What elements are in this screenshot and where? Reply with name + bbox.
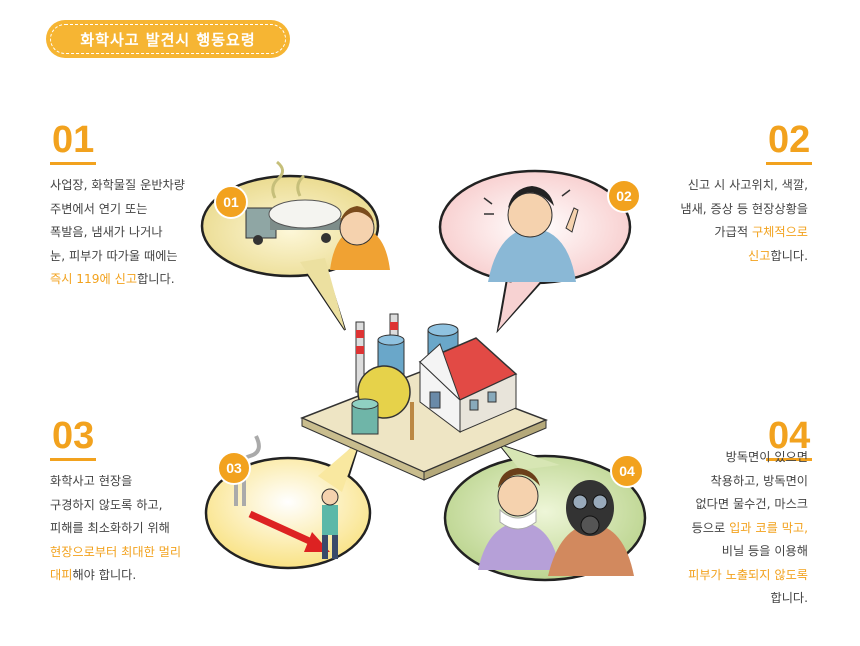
title-badge: 화학사고 발견시 행동요령 <box>46 20 290 58</box>
svg-text:02: 02 <box>616 188 632 204</box>
desc-line: 폭발음, 냄새가 나거나 <box>50 221 185 245</box>
desc-line: 즉시 119에 신고합니다. <box>50 268 185 292</box>
desc-text: 피해를 최소화하기 위해 <box>50 521 170 535</box>
highlight-text: 피부가 노출되지 않도록 <box>688 567 808 582</box>
svg-text:03: 03 <box>226 460 242 476</box>
desc-line: 냄새, 증상 등 현장상황을 <box>680 198 808 222</box>
desc-text: 합니다. <box>770 591 808 605</box>
desc-text: 비닐 등을 이용해 <box>721 544 808 558</box>
desc-line: 피해를 최소화하기 위해 <box>50 517 181 541</box>
desc-text: 화학사고 현장을 <box>50 474 133 488</box>
desc-text: 눈, 피부가 따가울 때에는 <box>50 248 178 263</box>
step-badge-01: 01 <box>214 185 248 219</box>
desc-line: 피부가 노출되지 않도록 <box>688 564 808 588</box>
desc-text: 착용하고, 방독면이 <box>710 473 808 488</box>
desc-text: 가급적 <box>714 225 752 239</box>
speech-bubble-04 <box>443 442 647 582</box>
desc-line: 신고 시 사고위치, 색깔, <box>680 174 808 198</box>
desc-line: 방독면이 있으면 <box>688 446 808 470</box>
desc-line: 주변에서 연기 또는 <box>50 198 185 222</box>
desc-text: 합니다. <box>137 272 175 286</box>
highlight-text: 현장으로부터 최대한 멀리 <box>50 544 182 559</box>
step-badge-04: 04 <box>610 454 644 488</box>
desc-line: 등으로 입과 코를 막고, <box>688 517 808 541</box>
desc-line: 구경하지 않도록 하고, <box>50 494 181 518</box>
desc-text: 냄새, 증상 등 현장상황을 <box>680 201 808 216</box>
highlight-text: 신고 <box>748 248 771 263</box>
desc-line: 신고합니다. <box>680 245 808 269</box>
desc-text: 주변에서 연기 또는 <box>50 201 148 216</box>
desc-text: 방독면이 있으면 <box>725 450 808 464</box>
desc-line: 합니다. <box>688 587 808 611</box>
desc-line: 화학사고 현장을 <box>50 470 181 494</box>
step-badge-02: 02 <box>607 179 641 213</box>
highlight-text: 입과 코를 막고, <box>729 520 808 535</box>
desc-line: 가급적 구체적으로 <box>680 221 808 245</box>
speech-bubble-03 <box>204 435 372 570</box>
desc-line: 비닐 등을 이용해 <box>688 540 808 564</box>
desc-text: 사업장, 화학물질 운반차량 <box>50 178 185 192</box>
step-number-04: 04 <box>766 416 813 461</box>
desc-line: 대피해야 합니다. <box>50 564 181 588</box>
desc-line: 눈, 피부가 따가울 때에는 <box>50 245 185 269</box>
speech-bubble-02 <box>438 169 632 334</box>
desc-text: 구경하지 않도록 하고, <box>50 497 163 512</box>
desc-line: 현장으로부터 최대한 멀리 <box>50 541 181 565</box>
factory-illustration <box>300 313 549 481</box>
svg-text:01: 01 <box>223 194 239 210</box>
svg-text:04: 04 <box>619 463 635 479</box>
desc-text: 폭발음, 냄새가 나거나 <box>50 225 163 239</box>
highlight-text: 즉시 119에 신고 <box>50 272 138 286</box>
step-number-02: 02 <box>766 120 813 165</box>
desc-text: 해야 합니다. <box>72 568 137 582</box>
step-number-03: 03 <box>50 416 97 461</box>
desc-text: 등으로 <box>691 520 730 535</box>
highlight-text: 구체적으로 <box>751 225 808 239</box>
page-title: 화학사고 발견시 행동요령 <box>80 31 256 49</box>
step-number-01: 01 <box>50 120 97 165</box>
desc-text: 신고 시 사고위치, 색깔, <box>687 178 808 192</box>
highlight-text: 대피 <box>50 568 73 582</box>
desc-text: 없다면 물수건, 마스크 <box>695 497 808 511</box>
desc-line: 착용하고, 방독면이 <box>688 470 808 494</box>
step-badge-03: 03 <box>217 451 251 485</box>
desc-text: 합니다. <box>770 248 808 263</box>
desc-line: 없다면 물수건, 마스크 <box>688 493 808 517</box>
desc-line: 사업장, 화학물질 운반차량 <box>50 174 185 198</box>
